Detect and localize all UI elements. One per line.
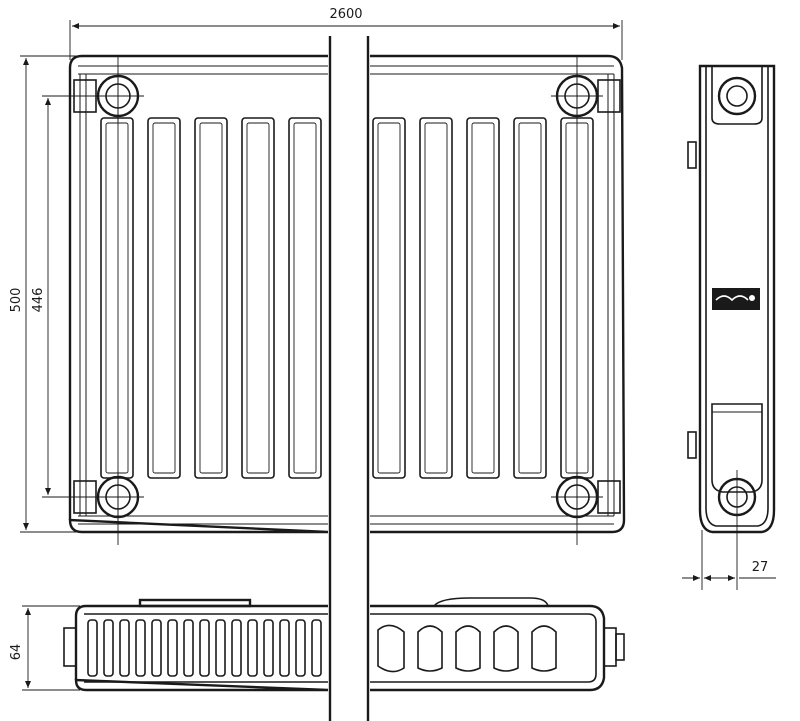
front-frame-outline bbox=[68, 54, 626, 534]
dimension-height-total-label: 500 bbox=[9, 288, 24, 313]
fin bbox=[466, 117, 500, 479]
dimension-connection-offset: 27 bbox=[682, 560, 776, 581]
fin bbox=[513, 117, 547, 479]
front-view bbox=[68, 54, 626, 545]
fin bbox=[194, 117, 228, 479]
fin bbox=[288, 117, 322, 479]
pipe-connector-icon bbox=[603, 627, 625, 667]
side-port-top bbox=[717, 76, 757, 116]
brand-logo-icon bbox=[712, 288, 760, 310]
top-view bbox=[63, 597, 625, 692]
fin bbox=[100, 117, 134, 479]
fin bbox=[147, 117, 181, 479]
fin bbox=[419, 117, 453, 479]
top-view-convector-left bbox=[87, 619, 322, 677]
dimension-depth-label: 64 bbox=[9, 644, 24, 661]
dimension-width: 2600 bbox=[69, 7, 623, 60]
dimension-width-label: 2600 bbox=[329, 7, 362, 22]
break-lines bbox=[328, 36, 370, 721]
dimension-height-axis: 446 bbox=[31, 95, 100, 498]
front-fins bbox=[100, 117, 594, 479]
fin bbox=[372, 117, 406, 479]
side-view bbox=[687, 64, 776, 590]
dimension-height-axis-label: 446 bbox=[31, 288, 46, 313]
top-view-convector-right bbox=[377, 624, 557, 673]
pipe-connector-icon bbox=[551, 471, 621, 523]
dimension-height-total: 500 bbox=[9, 55, 76, 533]
dimension-depth: 64 bbox=[9, 605, 80, 691]
dimension-connection-offset-label: 27 bbox=[752, 560, 769, 575]
fin bbox=[241, 117, 275, 479]
pipe-connector-icon bbox=[551, 70, 621, 122]
